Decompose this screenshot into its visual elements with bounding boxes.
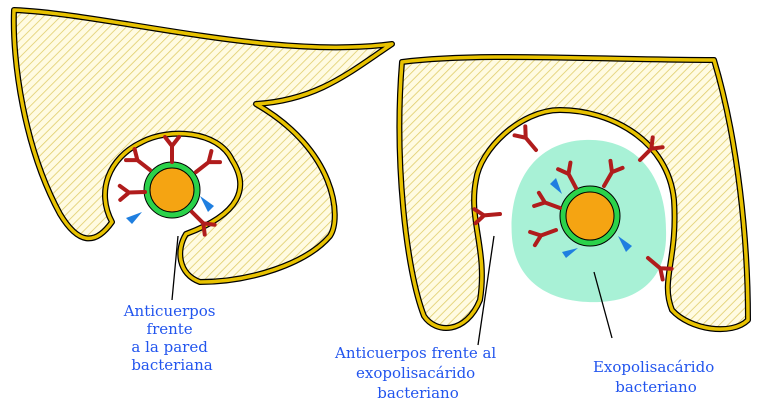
phagocyte-right [399,57,748,329]
antibody-icon [165,137,179,162]
complement-icon [200,196,214,212]
label-exopolysaccharide: Exopolisacárido bacteriano [593,358,719,396]
label-line: bacteriana [131,356,212,374]
complement-icon [126,212,142,224]
leader-wall [172,236,178,300]
label-line: bacteriano [377,384,458,402]
bacterium-icon [566,192,614,240]
label-exo-antibodies: Anticuerpos frente al exopolisacárido ba… [334,344,501,402]
phagocyte-left-body [14,10,392,282]
label-line: a la pared [131,338,208,356]
bacterium-icon [150,168,194,212]
antibody-icon [515,126,542,154]
antibody-icon [474,207,500,223]
antibody-icon [120,185,145,200]
label-line: frente [147,320,193,338]
phagocyte-left [14,10,392,282]
label-line: Anticuerpos frente al [334,344,496,362]
label-line: bacteriano [615,378,696,396]
label-line: exopolisacárido [356,364,475,382]
label-line: Exopolisacárido [593,358,714,376]
antibody-icon [126,149,154,175]
label-wall-antibodies: Anticuerpos frente a la pared bacteriana [123,302,221,374]
antibody-icon [192,151,220,177]
label-line: Anticuerpos [123,302,216,320]
